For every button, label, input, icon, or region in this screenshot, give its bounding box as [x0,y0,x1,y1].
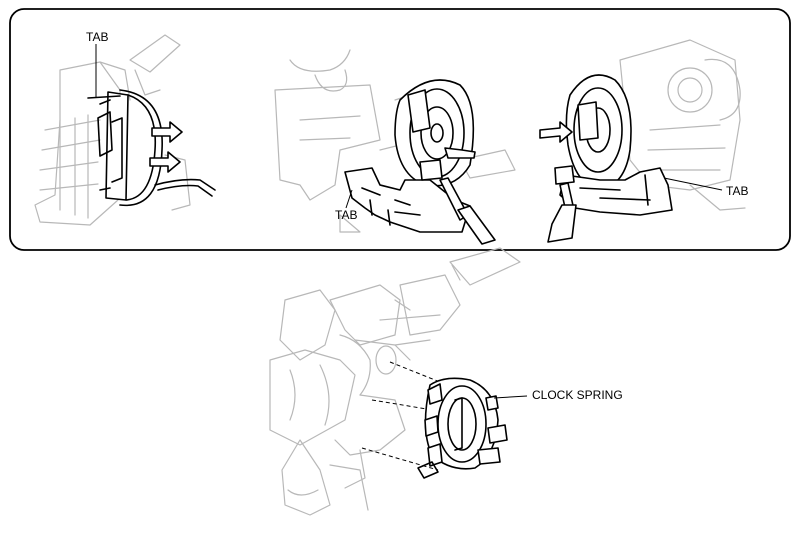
steering-column-ghost [269,247,521,516]
panel-2-clock-spring [344,79,496,245]
panel-1-clock-spring [87,89,216,207]
clock-spring-part [417,377,508,479]
clock-spring-label: CLOCK SPRING [532,388,623,402]
clock-spring-leader [493,395,528,399]
panel-1-illustration [34,34,216,226]
panel-3-column-ghost [619,39,746,211]
alignment-line-middle [371,399,446,413]
alignment-line-lower [361,447,439,471]
tab-label-1: TAB [86,30,109,44]
panel-3-illustration [539,39,746,243]
lower-assembly-illustration [269,247,528,516]
tab-label-2: TAB [335,208,358,222]
tab-3-leader [663,177,723,191]
panel-3-clock-spring [539,74,673,243]
tab-2-leader [345,189,353,209]
tab-label-3: TAB [726,184,749,198]
panel-1-column-ghost [34,34,191,226]
panel-2-illustration [274,49,516,245]
